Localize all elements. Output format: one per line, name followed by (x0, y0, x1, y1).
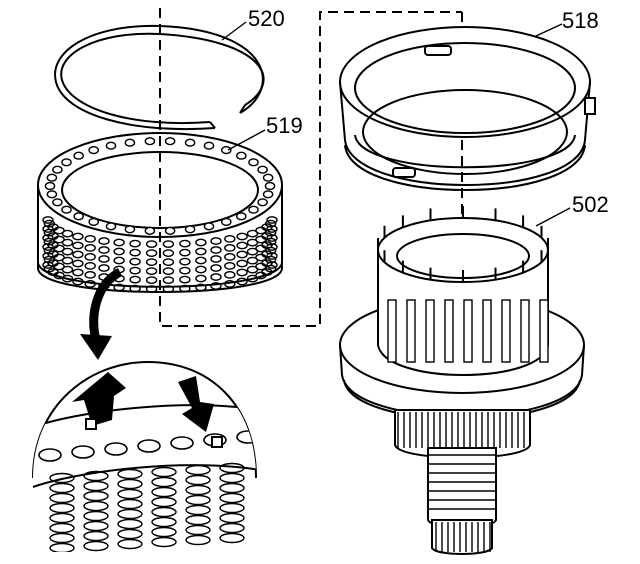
leader-line-502 (535, 207, 571, 227)
detail-view (32, 360, 257, 552)
leader-line-519 (227, 129, 266, 151)
snap-ring (54, 24, 265, 131)
piston (339, 26, 596, 191)
leader-line-520 (221, 21, 247, 41)
callout-518: 518 (562, 8, 599, 33)
detail-arrow (80, 268, 123, 360)
locator-tab-left (85, 418, 97, 430)
leader-line-518 (535, 23, 563, 37)
arrow-left-icon (72, 372, 126, 426)
callout-502: 502 (572, 192, 609, 217)
locator-tab-right (211, 436, 223, 448)
callout-520: 520 (248, 6, 285, 31)
arrow-right-icon (178, 376, 214, 432)
callout-519: 519 (266, 113, 303, 138)
clutch-housing (339, 206, 585, 555)
